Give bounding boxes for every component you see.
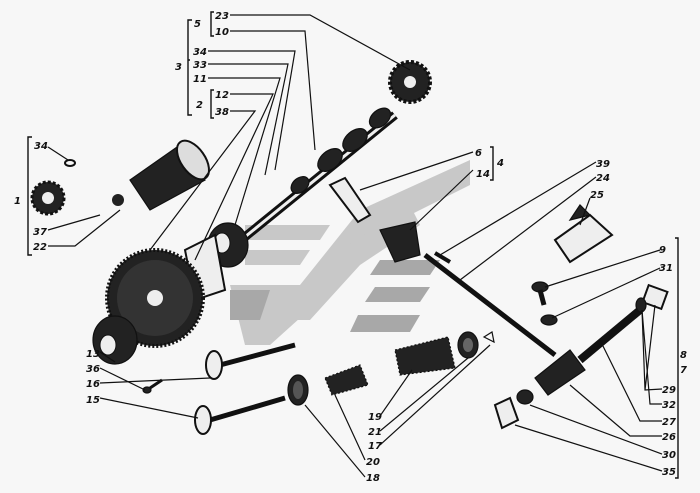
group-label-2: 2 xyxy=(196,100,203,111)
label-20: 20 xyxy=(366,457,380,468)
label-39: 39 xyxy=(596,159,610,170)
group-brackets xyxy=(27,11,679,479)
timing-gear-large xyxy=(105,248,205,348)
group-label-5: 5 xyxy=(194,19,201,30)
label-34b: 34 xyxy=(34,141,48,152)
label-36: 36 xyxy=(86,364,100,375)
label-6: 6 xyxy=(475,148,482,159)
label-11: 11 xyxy=(193,74,207,85)
label-21: 21 xyxy=(368,427,382,438)
label-16: 16 xyxy=(86,379,100,390)
label-26: 26 xyxy=(662,432,676,443)
label-23: 23 xyxy=(215,11,229,22)
part-labels: 5 23 10 3 34 33 11 2 12 38 1 34 37 22 6 … xyxy=(14,11,687,484)
label-29: 29 xyxy=(662,385,676,396)
label-31: 31 xyxy=(659,263,673,274)
label-7: 7 xyxy=(680,365,687,376)
label-9: 9 xyxy=(659,245,666,256)
adjusting-screw xyxy=(531,281,558,326)
group-label-1: 1 xyxy=(14,196,21,207)
label-35: 35 xyxy=(662,467,676,478)
label-37: 37 xyxy=(33,227,47,238)
label-8: 8 xyxy=(680,350,687,361)
label-12: 12 xyxy=(215,90,229,101)
label-15: 15 xyxy=(86,395,100,406)
label-24: 24 xyxy=(596,173,610,184)
label-38: 38 xyxy=(215,107,229,118)
hub xyxy=(92,315,138,365)
label-25: 25 xyxy=(590,190,604,201)
rocker-shaft-assembly xyxy=(493,283,669,430)
valves xyxy=(142,342,296,435)
label-17: 17 xyxy=(368,441,382,452)
leader-lines xyxy=(47,14,663,478)
label-22: 22 xyxy=(33,242,47,253)
valve-springs xyxy=(287,331,495,406)
label-18: 18 xyxy=(366,473,380,484)
camshaft-gear-small xyxy=(388,60,432,104)
label-13: 13 xyxy=(86,349,100,360)
label-27: 27 xyxy=(662,417,676,428)
camshaft xyxy=(232,107,398,249)
label-33: 33 xyxy=(193,60,207,71)
group-label-4: 4 xyxy=(496,158,504,169)
label-19: 19 xyxy=(368,412,382,423)
distributor-drive xyxy=(112,139,210,211)
label-10: 10 xyxy=(215,27,229,38)
group-label-3: 3 xyxy=(175,62,182,73)
rocker-arm xyxy=(553,204,614,264)
watermark-logo xyxy=(230,160,470,345)
label-34: 34 xyxy=(193,47,207,58)
label-30: 30 xyxy=(662,450,676,461)
label-14: 14 xyxy=(476,169,490,180)
drive-gear xyxy=(30,159,76,216)
label-32: 32 xyxy=(662,400,676,411)
pushrod xyxy=(328,176,557,357)
